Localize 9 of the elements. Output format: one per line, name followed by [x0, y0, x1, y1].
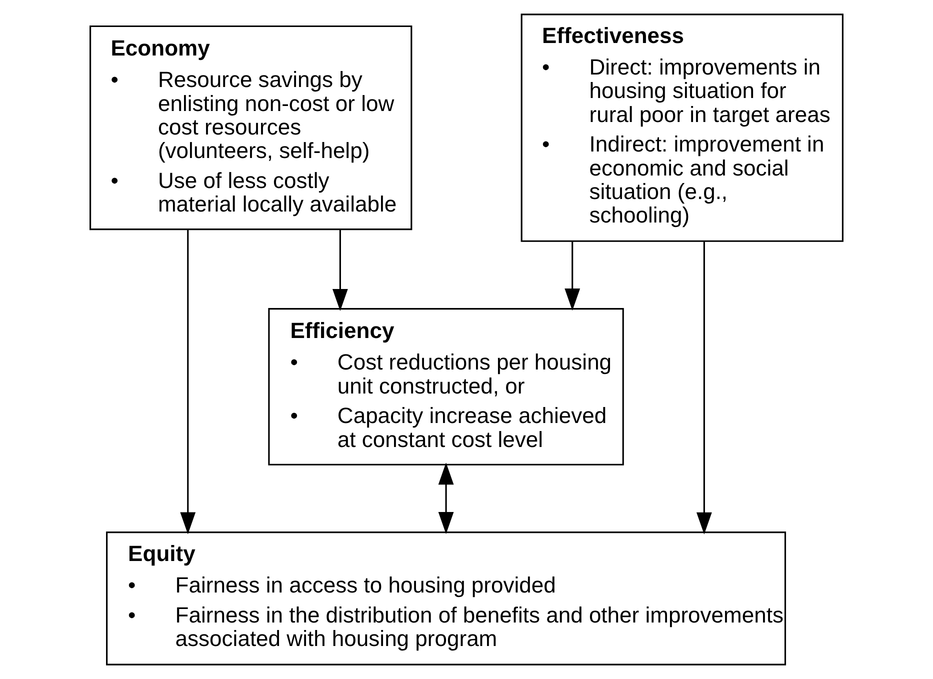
arrow: [564, 241, 580, 311]
node-box: Effectiveness • Direct: improvements in housing situation for rural poor in target areas • Indirect: improvement in economic and social situation (e.g., schooling): [520, 14, 844, 242]
node-box: Economy • Resource savings by enlisting non-cost or low cost resources (volunteers, self-help) • Use of less costly material locally available: [90, 25, 412, 230]
arrow: [332, 229, 348, 312]
arrow: [438, 462, 454, 534]
arrow: [696, 242, 712, 534]
node-box: Efficiency • Cost reductions per housing unit constructed, or • Capacity increase achieved at constant cost level: [268, 308, 624, 466]
arrow: [180, 229, 196, 534]
node-box: Equity • Fairness in access to housing provided • Fairness in the distribution of benefits and other improvements associated with housing program: [106, 532, 786, 666]
